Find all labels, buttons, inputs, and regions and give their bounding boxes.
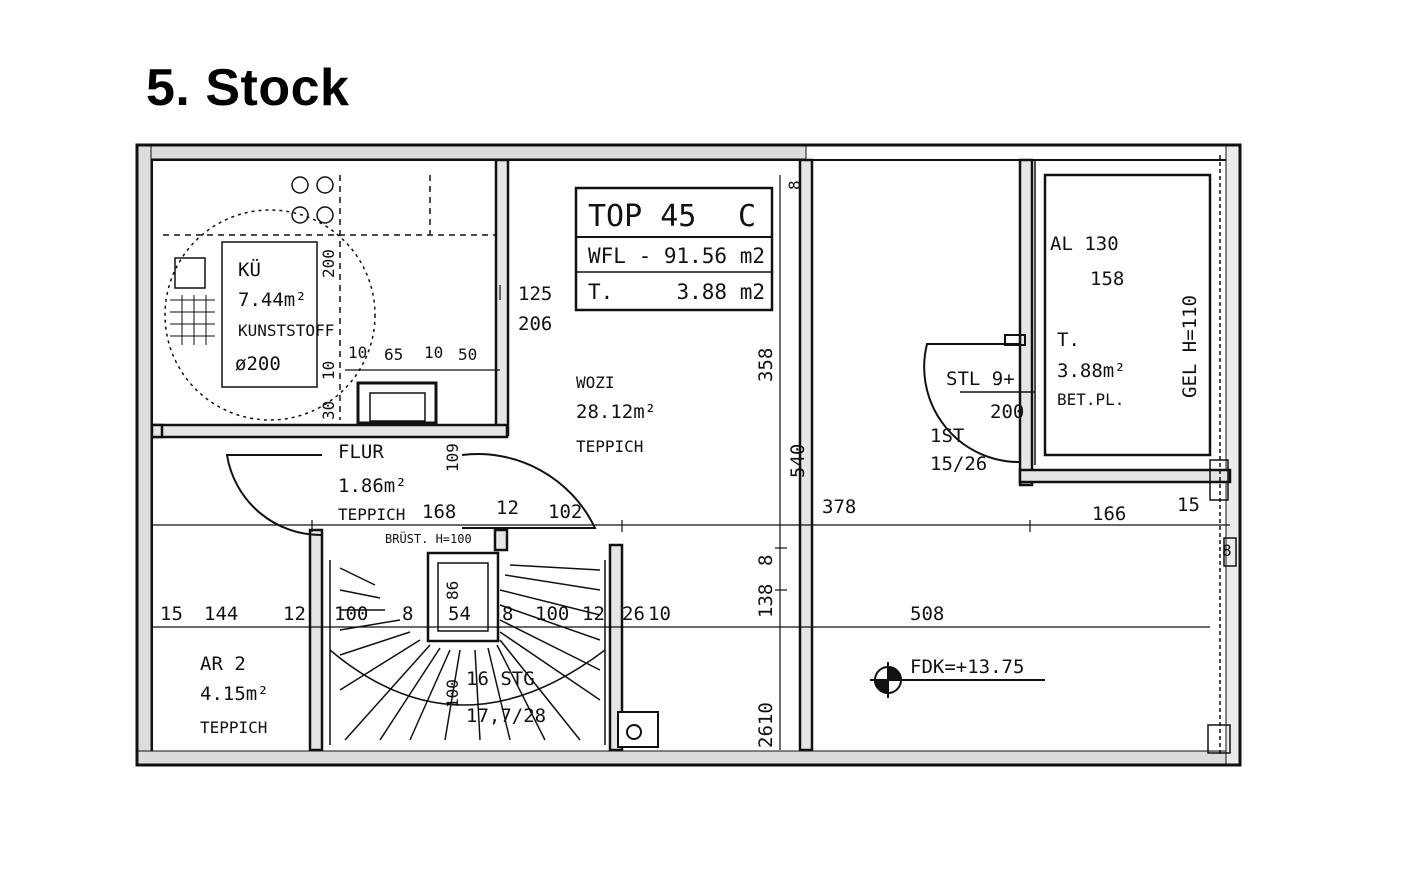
al-value: 158 [1090,268,1124,290]
page-title: 5. Stock [146,59,350,117]
dim-54: 54 [448,603,471,625]
railing-label: GEL H=110 [1179,295,1201,398]
dim-8d: 8 [502,603,513,625]
hall-floor: TEPPICH [338,505,405,524]
storage-area: 4.15m² [200,683,269,705]
staircase [329,551,606,745]
dim-10c: 10 [319,361,338,380]
dim-125: 125 [518,283,552,305]
living-area: 28.12m² [576,401,656,423]
dim-12c: 12 [582,603,605,625]
kitchen-floor: KUNSTSTOFF [238,321,334,340]
st-ratio: 15/26 [930,453,987,475]
living-floor: TEPPICH [576,437,643,456]
dim-358: 358 [755,348,777,382]
dim-8: 8 [785,180,804,190]
dim-2610: 2610 [755,702,777,748]
unit-top-label: TOP 45 [588,199,696,234]
terrace-name: T. [1057,329,1080,351]
unit-info-box: TOP 45 C WFL - 91.56 m2 T. 3.88 m2 [574,186,774,312]
dim-102: 102 [548,501,582,523]
dim-86: 86 [443,581,462,600]
chimney-icon [617,711,659,748]
room-labels: KÜ 7.44m² KUNSTSTOFF ø200 WOZI 28.12m² T… [200,233,1201,737]
dim-540: 540 [787,444,809,478]
kitchen-table: ø200 [235,353,281,375]
dim-206: 206 [518,313,552,335]
dim-100a: 100 [334,603,368,625]
stair-ratio: 17,7/28 [466,705,546,727]
dim-166: 166 [1092,503,1126,525]
terrace-area [960,155,1237,755]
al-label: AL 130 [1050,233,1119,255]
dim-50: 50 [458,345,477,364]
dim-8c: 8 [402,603,413,625]
dim-109: 109 [443,443,462,472]
dim-15a: 15 [1177,494,1200,516]
level-marker-icon [870,662,1045,698]
kitchen-area: 7.44m² [238,289,307,311]
outer-walls [135,143,1242,767]
living-name: WOZI [576,373,615,392]
dim-8b: 8 [1222,541,1232,560]
dim-30: 30 [319,401,338,420]
dim-15b: 15 [160,603,183,625]
doors [225,334,1026,537]
window-label: STL 9+ [946,368,1015,390]
dim-65: 65 [384,345,403,364]
brust-label: BRÜST. H=100 [385,530,472,546]
kitchen-name: KÜ [238,258,261,281]
dim-200: 200 [319,249,338,278]
dim-100b: 100 [535,603,569,625]
window-height: 200 [990,401,1024,423]
storage-floor: TEPPICH [200,718,267,737]
kitchen-fixtures [163,175,495,425]
dimension-labels: 125 206 10 65 10 50 200 30 10 109 168 12… [160,180,1232,748]
terrace-floor: BET.PL. [1057,390,1124,409]
stair-steps: 16 STG [466,668,535,690]
dim-12a: 12 [496,497,519,519]
dim-138: 138 [755,584,777,618]
dim-26: 26 [622,603,645,625]
dim-378: 378 [822,496,856,518]
dim-8e: 8 [755,555,777,566]
fdk-level: FDK=+13.75 [910,656,1024,678]
unit-wfl: WFL - 91.56 m2 [588,244,765,268]
dim-10a: 10 [348,343,367,362]
dimension-lines [152,175,1230,750]
storage-name: AR 2 [200,653,246,675]
dim-168: 168 [422,501,456,523]
dim-100c: 100 [443,679,462,708]
terrace-area-value: 3.88m² [1057,360,1126,382]
hall-name: FLUR [338,441,384,463]
dim-10b: 10 [424,343,443,362]
st-label: 1ST [930,425,964,447]
dim-508: 508 [910,603,944,625]
dim-10d: 10 [648,603,671,625]
unit-top-letter: C [738,199,756,234]
dim-12b: 12 [283,603,306,625]
interior-walls [150,158,1232,752]
unit-terrace: T. 3.88 m2 [588,280,765,304]
cooktop-icon [291,176,334,224]
hall-area: 1.86m² [338,475,407,497]
dim-144: 144 [204,603,238,625]
